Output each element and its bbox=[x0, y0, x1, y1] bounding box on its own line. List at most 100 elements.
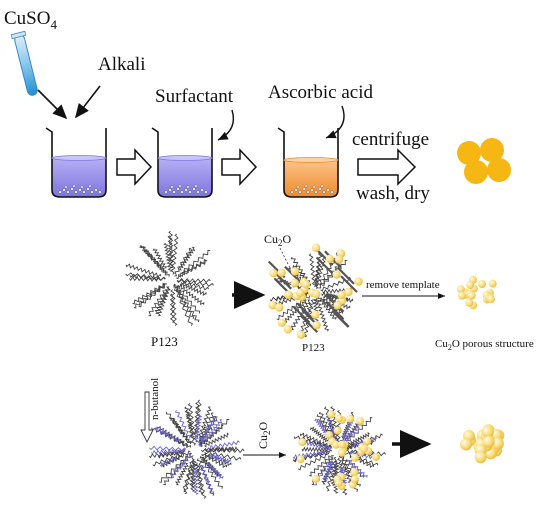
polymer-chain bbox=[201, 447, 245, 454]
polymer-chain bbox=[174, 462, 189, 486]
cu2o-sphere bbox=[284, 290, 293, 299]
cu2o-product-particles bbox=[457, 138, 511, 184]
butanol-chain bbox=[193, 413, 203, 443]
rod-segment bbox=[315, 256, 334, 275]
cu2o-sphere bbox=[350, 475, 359, 484]
polymer-chain bbox=[309, 455, 331, 477]
cu2o-sphere bbox=[350, 453, 359, 462]
polymer-chain bbox=[143, 249, 170, 277]
remove-template-label: remove template bbox=[366, 279, 440, 291]
rod-segment bbox=[292, 305, 311, 324]
butanol-chain bbox=[154, 426, 181, 443]
surfactant-arrow bbox=[217, 109, 235, 141]
polymer-chain bbox=[129, 273, 166, 282]
butanol-chain bbox=[303, 440, 333, 451]
butanol-chain bbox=[347, 459, 368, 478]
cu2o-sphere bbox=[325, 254, 335, 264]
polymer-chain bbox=[169, 417, 193, 445]
polymer-chain bbox=[308, 253, 317, 288]
cu2o-sphere bbox=[337, 290, 346, 300]
cu2o-sphere bbox=[477, 280, 486, 289]
polymer-chain bbox=[125, 272, 166, 281]
cu2o-sphere bbox=[301, 280, 311, 289]
cu2o-sphere bbox=[290, 267, 300, 276]
p123-cu2o-composite bbox=[267, 243, 363, 339]
polymer-chain bbox=[343, 451, 379, 466]
butanol-chain bbox=[325, 415, 338, 443]
porous-structure-cluster bbox=[456, 275, 497, 310]
cu2o-sphere bbox=[474, 451, 487, 464]
rod-segment bbox=[326, 302, 345, 321]
beaker-2 bbox=[151, 127, 213, 198]
cu2o-sphere bbox=[372, 452, 381, 461]
centrifuge-label: centrifuge bbox=[352, 129, 429, 150]
alkali-label: Alkali bbox=[98, 54, 146, 75]
polymer-chain bbox=[187, 402, 196, 435]
butanol-chain bbox=[171, 453, 192, 478]
butanol-chain bbox=[322, 461, 335, 482]
polymer-chain bbox=[317, 296, 337, 320]
butanol-chain bbox=[207, 440, 240, 450]
butanol-chain bbox=[149, 445, 187, 452]
butanol-cu2o-composite bbox=[292, 406, 386, 496]
cu2o-pointer bbox=[279, 247, 291, 269]
cu2o-sphere bbox=[332, 270, 341, 279]
cu2o-sphere bbox=[311, 243, 321, 252]
polymer-chain bbox=[199, 424, 224, 447]
cu2o-sphere bbox=[457, 291, 466, 300]
polymer-chain bbox=[201, 460, 223, 489]
cu2o-sphere bbox=[338, 440, 347, 449]
polymer-chain bbox=[322, 298, 344, 314]
n-butanol-label: n-butanol bbox=[149, 378, 161, 420]
process-arrow-3 bbox=[357, 148, 417, 186]
cu2o-sphere bbox=[466, 281, 475, 290]
surfactant-label: Surfactant bbox=[155, 86, 234, 107]
polymer-chain bbox=[174, 283, 201, 314]
rod-segment bbox=[300, 315, 319, 333]
polymer-chain bbox=[179, 282, 207, 297]
polymer-chain bbox=[194, 463, 204, 495]
polymer-chain bbox=[299, 432, 331, 448]
polymer-chain bbox=[170, 233, 179, 275]
butanol-micelle bbox=[148, 399, 245, 499]
process-arrow-1 bbox=[116, 148, 153, 186]
cu2o-sphere bbox=[456, 285, 465, 294]
p123-left-label: P123 bbox=[151, 334, 178, 349]
final-cu2o-cluster bbox=[460, 424, 505, 464]
rod-segment bbox=[337, 267, 355, 285]
polymer-chain bbox=[189, 461, 197, 488]
butanol-chain bbox=[159, 455, 178, 468]
rod-segment bbox=[340, 275, 358, 293]
cu2o-sphere bbox=[460, 438, 473, 451]
cu2o-sphere bbox=[354, 277, 363, 286]
cu2o-sphere bbox=[482, 435, 495, 448]
polymer-chain bbox=[204, 446, 233, 453]
polymer-chain bbox=[201, 453, 228, 468]
butanol-chain bbox=[201, 418, 223, 444]
cu2o-label-bottom: Cu2O bbox=[256, 421, 272, 449]
polymer-chain bbox=[129, 276, 160, 282]
cu2o-sphere bbox=[346, 414, 355, 423]
cu2o-sphere bbox=[269, 269, 278, 278]
polymer-chain bbox=[290, 256, 311, 283]
cu2o-sphere bbox=[332, 440, 341, 449]
p123-micelle-left bbox=[125, 230, 214, 326]
cu2o-sphere bbox=[334, 479, 343, 488]
cu2o-sphere bbox=[327, 410, 336, 419]
rod-segment bbox=[274, 272, 292, 290]
cu2o-sphere bbox=[363, 437, 372, 446]
cu2o-sphere bbox=[481, 425, 494, 438]
polymer-chain bbox=[133, 283, 166, 309]
p123-right-label: P123 bbox=[302, 342, 325, 354]
polymer-chain bbox=[140, 245, 168, 275]
test-tube-icon bbox=[10, 30, 38, 96]
polymer-chain bbox=[204, 450, 242, 461]
ascorbic-arrow bbox=[325, 105, 345, 139]
cu2o-sphere bbox=[356, 417, 365, 426]
polymer-chain bbox=[173, 287, 193, 326]
cu2o-sphere bbox=[277, 268, 286, 277]
polymer-chain bbox=[162, 455, 181, 468]
precipitate-dots bbox=[58, 184, 102, 194]
cu2o-sphere bbox=[296, 455, 305, 464]
